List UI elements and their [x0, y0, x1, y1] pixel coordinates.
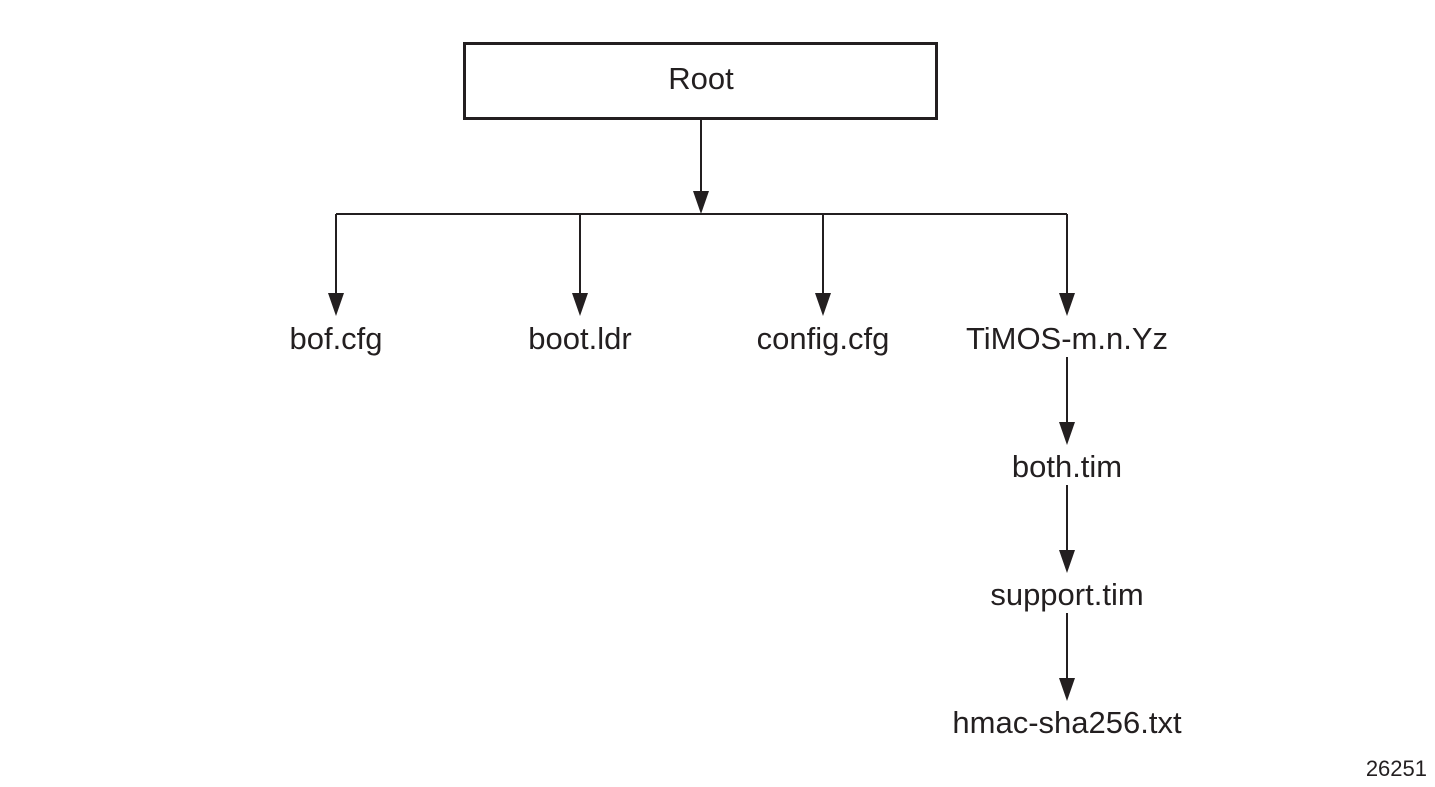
node-both-tim: both.tim	[1012, 449, 1122, 484]
root-box	[463, 42, 938, 120]
arrowhead-bootldr	[572, 293, 588, 316]
arrowhead-both	[1059, 422, 1075, 445]
node-bof-cfg: bof.cfg	[289, 321, 382, 356]
arrowhead-config	[815, 293, 831, 316]
arrowhead-timos	[1059, 293, 1075, 316]
node-config-cfg: config.cfg	[757, 321, 890, 356]
node-hmac-sha256: hmac-sha256.txt	[952, 705, 1182, 740]
arrowhead-bof	[328, 293, 344, 316]
arrowhead-hmac	[1059, 678, 1075, 701]
root-node: Root	[463, 42, 938, 120]
node-boot-ldr: boot.ldr	[528, 321, 631, 356]
node-support-tim: support.tim	[990, 577, 1143, 612]
root-trunk-arrowhead	[693, 191, 709, 214]
node-timos: TiMOS-m.n.Yz	[966, 321, 1168, 356]
arrowhead-support	[1059, 550, 1075, 573]
figure-id: 26251	[1366, 756, 1427, 781]
root-label: Root	[668, 61, 734, 96]
